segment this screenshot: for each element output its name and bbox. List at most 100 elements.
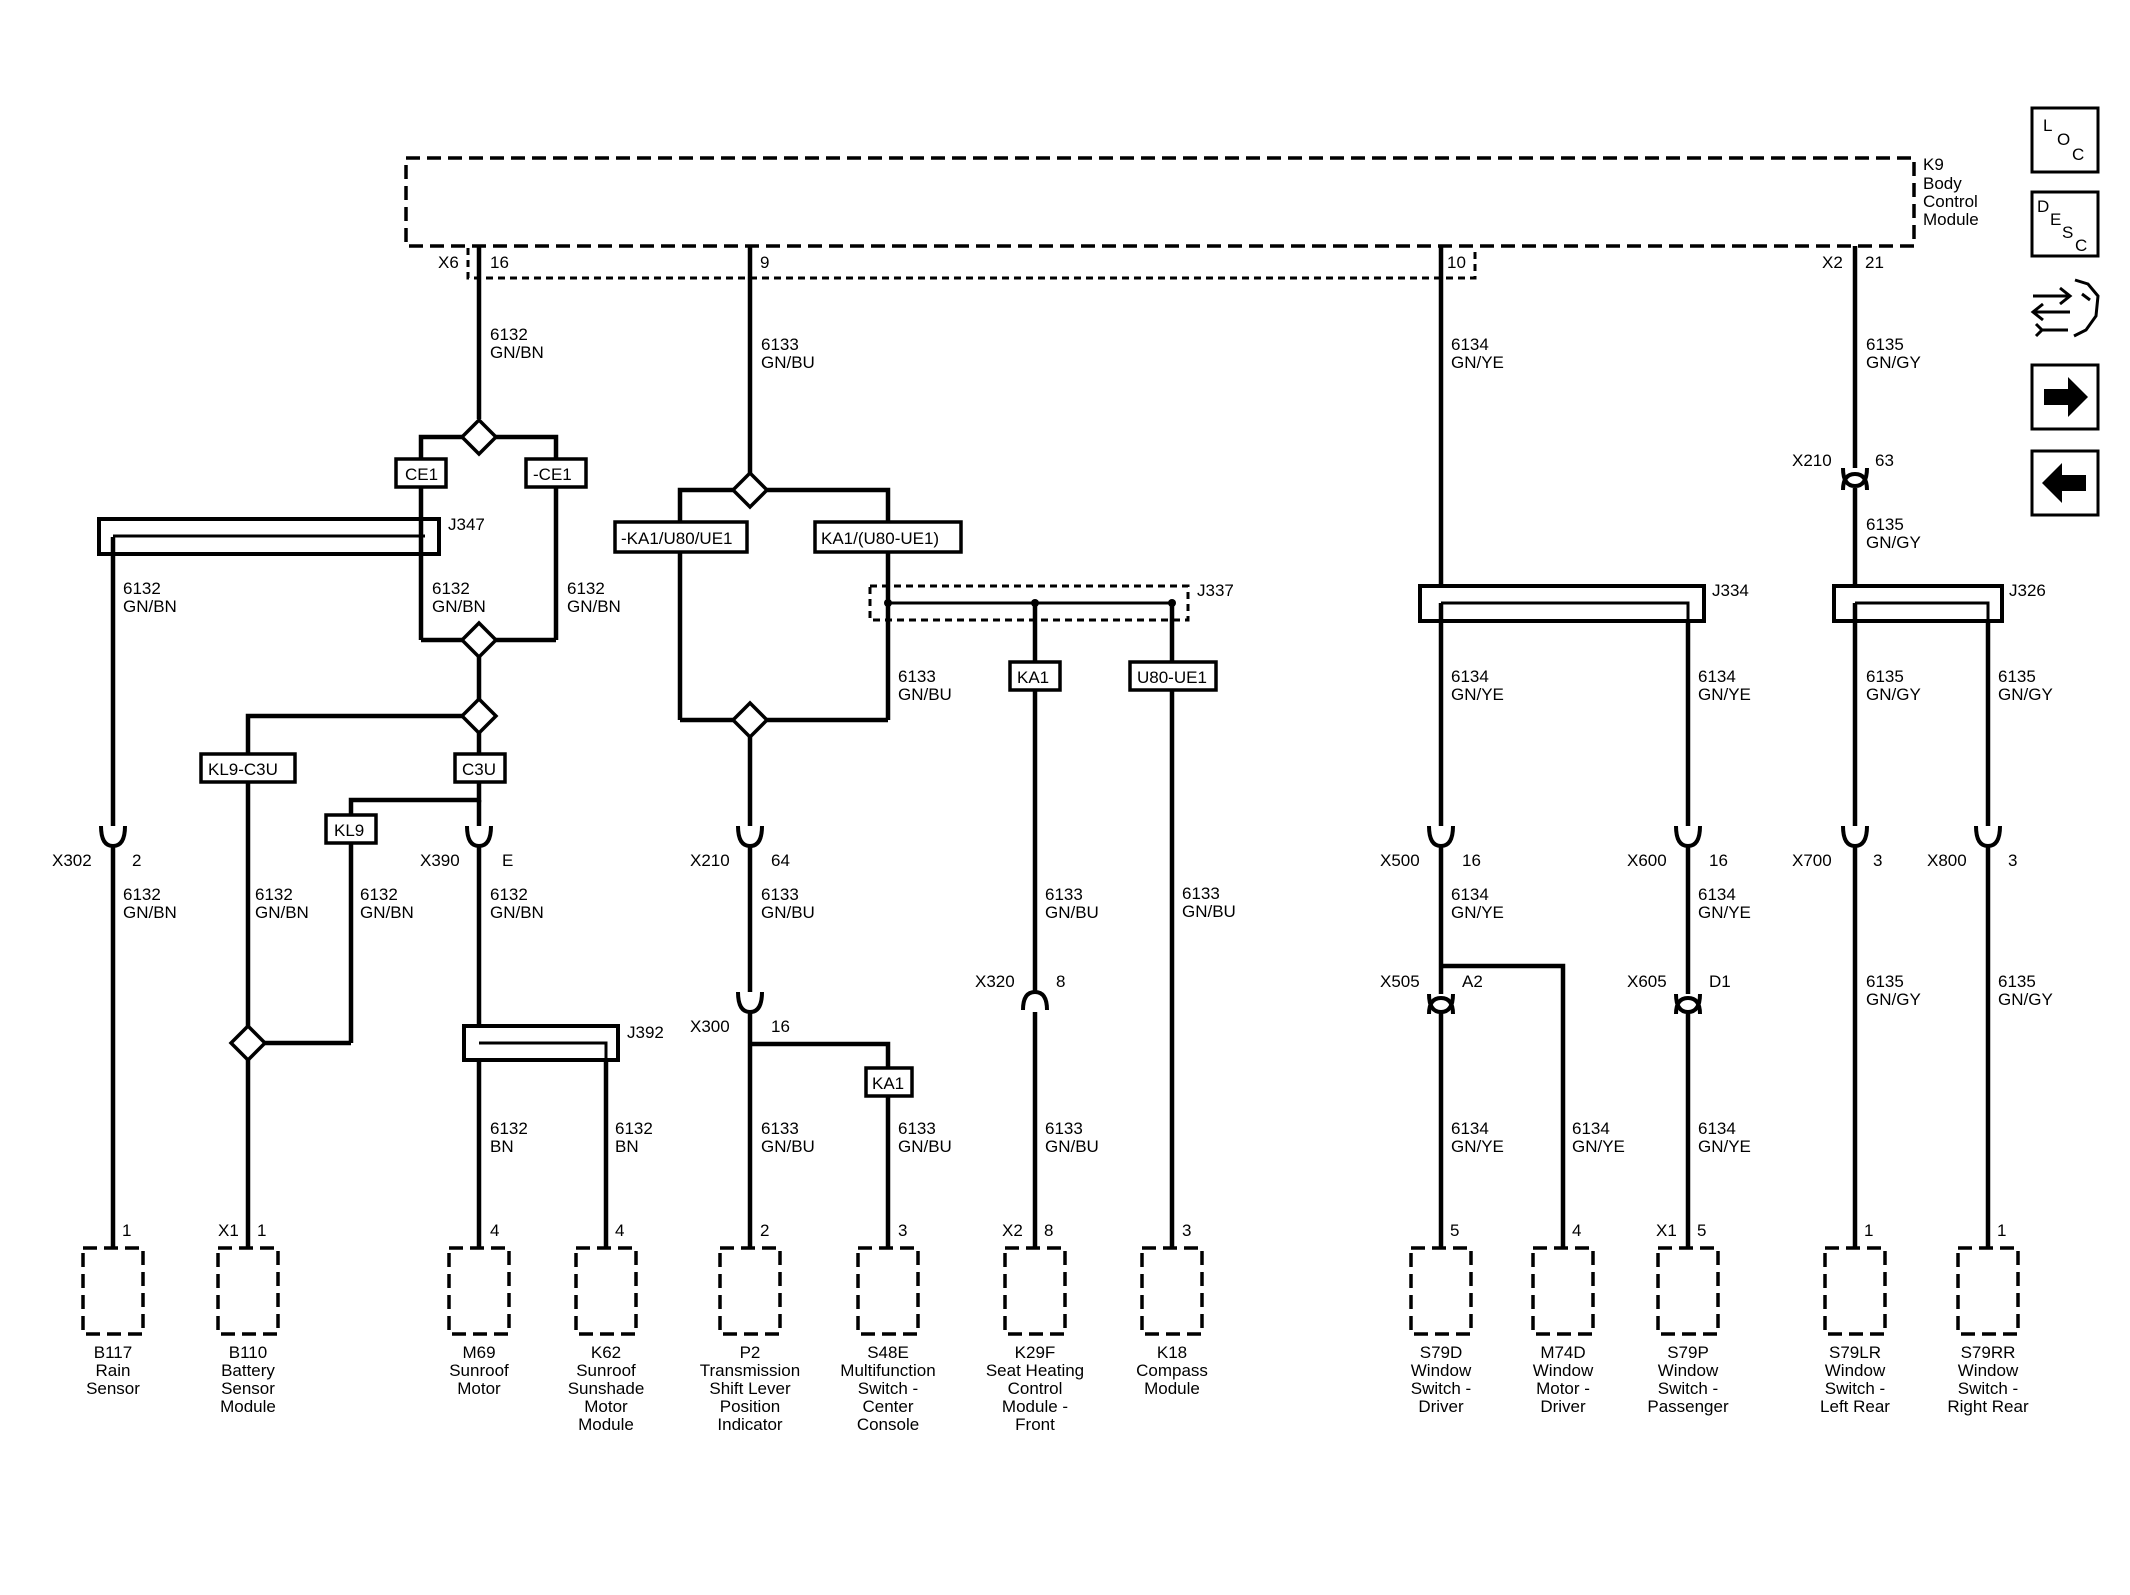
- module-title-line: Body: [1923, 174, 1962, 193]
- connector-wrench-icon[interactable]: [2030, 278, 2100, 338]
- module-name: K9: [1923, 155, 1944, 174]
- inline-connector: [1974, 825, 2002, 849]
- component-s79p[interactable]: [1656, 1246, 1720, 1336]
- connector-label: X800: [1927, 851, 1967, 870]
- pin-label: 3: [1873, 851, 1882, 870]
- component-name-line: Module: [1144, 1379, 1200, 1398]
- component-name-line: Motor: [457, 1379, 501, 1398]
- wire-color: GN/BN: [123, 597, 177, 616]
- component-m69[interactable]: [447, 1246, 511, 1336]
- component-name-line: Module: [220, 1397, 276, 1416]
- component-name-line: Multifunction: [840, 1361, 935, 1380]
- button-letter: S: [2062, 223, 2073, 242]
- circuit-number: 6135: [1866, 335, 1904, 354]
- circuit-number: 6134: [1698, 667, 1736, 686]
- component-id: B117: [94, 1343, 132, 1362]
- button-letter: E: [2050, 210, 2061, 229]
- component-k29f[interactable]: [1003, 1246, 1067, 1336]
- component-s79lr[interactable]: [1823, 1246, 1887, 1336]
- component-s79rr[interactable]: [1956, 1246, 2020, 1336]
- component-name-line: Front: [1015, 1415, 1055, 1434]
- pin-label: 1: [122, 1221, 131, 1240]
- component-name-line: Module: [578, 1415, 634, 1434]
- wire-color: GN/GY: [1998, 990, 2053, 1009]
- component-s48e[interactable]: [856, 1246, 920, 1336]
- pin-label: 3: [1182, 1221, 1191, 1240]
- connector-label: X2: [1822, 253, 1843, 272]
- component-id: K62: [591, 1343, 621, 1362]
- option-box-kl9: [324, 813, 378, 845]
- inline-connector: [465, 825, 493, 849]
- component-s79d[interactable]: [1409, 1246, 1473, 1336]
- connector-label: X390: [420, 851, 460, 870]
- connector-label: X700: [1792, 851, 1832, 870]
- option-diamond: [459, 696, 499, 736]
- inline-connector: [1674, 825, 1702, 849]
- circuit-number: 6134: [1451, 1119, 1489, 1138]
- side-toolbar: L O C D E S C: [2030, 106, 2100, 517]
- component-k62[interactable]: [574, 1246, 638, 1336]
- description-button[interactable]: D E S C: [2030, 190, 2100, 258]
- pin-label: 10: [1447, 253, 1466, 272]
- circuit-number: 6132: [490, 1119, 528, 1138]
- component-id: S79LR: [1829, 1343, 1881, 1362]
- component-k18[interactable]: [1140, 1246, 1204, 1336]
- circuit-6133: 6133 GN/BU -KA1/U80/UE1 KA1/(U80-UE1) 61…: [613, 246, 1236, 1248]
- component-name-line: Indicator: [717, 1415, 783, 1434]
- option-diamond: [459, 620, 499, 660]
- connector-label: X605: [1627, 972, 1667, 991]
- splice-label: J392: [627, 1023, 664, 1042]
- component-p2[interactable]: [718, 1246, 782, 1336]
- circuit-number: 6133: [761, 335, 799, 354]
- circuit-number: 6132: [615, 1119, 653, 1138]
- arrow-right-icon[interactable]: [2030, 363, 2100, 431]
- component-id: S79P: [1667, 1343, 1709, 1362]
- component-name-line: Battery: [221, 1361, 275, 1380]
- component-name-line: Switch -: [858, 1379, 918, 1398]
- module-title-line: Module: [1923, 210, 1979, 229]
- option-diamond: [730, 470, 770, 510]
- wire-color: GN/GY: [1866, 353, 1921, 372]
- option-diamond: [730, 700, 770, 740]
- component-name-line: Switch -: [1825, 1379, 1885, 1398]
- wire-color: BN: [615, 1137, 639, 1156]
- option-box-not-ce1: [524, 457, 588, 489]
- component-name-line: Motor: [584, 1397, 628, 1416]
- button-letter: C: [2072, 145, 2084, 164]
- component-name-line: Module -: [1002, 1397, 1068, 1416]
- component-name-line: Switch -: [1658, 1379, 1718, 1398]
- component-id: K18: [1157, 1343, 1187, 1362]
- inline-connector: [99, 825, 127, 849]
- pin-label: 16: [490, 253, 509, 272]
- component-m74d[interactable]: [1531, 1246, 1595, 1336]
- circuit-number: 6132: [255, 885, 293, 904]
- arrow-left-icon[interactable]: [2030, 449, 2100, 517]
- wire-color: BN: [490, 1137, 514, 1156]
- component-id: K29F: [1015, 1343, 1056, 1362]
- component-b117[interactable]: [81, 1246, 145, 1336]
- circuit-number: 6135: [1866, 972, 1904, 991]
- circuit-number: 6134: [1698, 1119, 1736, 1138]
- component-name-line: Window: [1411, 1361, 1472, 1380]
- component-name-line: Driver: [1418, 1397, 1464, 1416]
- circuit-number: 6134: [1451, 335, 1489, 354]
- circuit-number: 6133: [898, 667, 936, 686]
- location-button[interactable]: L O C: [2030, 106, 2100, 174]
- circuit-number: 6133: [1045, 1119, 1083, 1138]
- circuit-number: 6134: [1698, 885, 1736, 904]
- pin-label: 4: [490, 1221, 499, 1240]
- pin-label: 64: [771, 851, 790, 870]
- module-outline: [404, 156, 1916, 248]
- inline-connector: [736, 825, 764, 849]
- component-name-line: Rain: [96, 1361, 131, 1380]
- splice-label: J337: [1197, 581, 1234, 600]
- pin-label: 2: [760, 1221, 769, 1240]
- component-id: S48E: [867, 1343, 909, 1362]
- component-name-line: Left Rear: [1820, 1397, 1890, 1416]
- wire-color: GN/YE: [1698, 685, 1751, 704]
- circuit-number: 6132: [490, 325, 528, 344]
- component-b110[interactable]: [216, 1246, 280, 1336]
- inline-connector: [1021, 989, 1049, 1011]
- wire-color: GN/BU: [761, 903, 815, 922]
